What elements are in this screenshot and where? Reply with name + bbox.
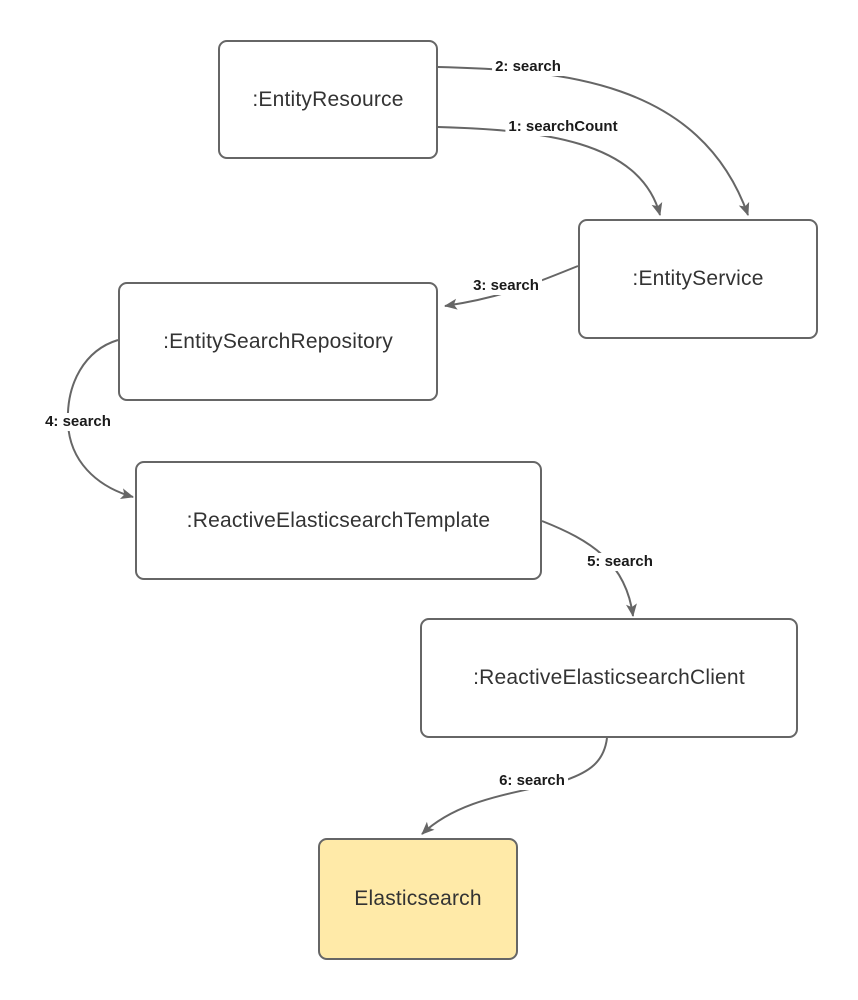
edge-label-3-search: 3: search — [470, 277, 542, 295]
node-entity-service: :EntityService — [578, 219, 818, 339]
node-label: :EntityService — [632, 267, 764, 290]
node-label: :ReactiveElasticsearchClient — [473, 666, 745, 689]
node-label: :ReactiveElasticsearchTemplate — [186, 508, 491, 532]
edge-label-2-search: 2: search — [492, 58, 564, 76]
edge-label-1-searchcount: 1: searchCount — [505, 118, 621, 136]
node-label: :EntityResource — [252, 87, 404, 111]
node-entity-resource: :EntityResource — [218, 40, 438, 159]
edge-label-6-search: 6: search — [496, 772, 568, 790]
edge-2-search — [437, 66, 750, 216]
edge-label-5-search: 5: search — [584, 553, 656, 571]
node-reactive-elasticsearch-template: :ReactiveElasticsearchTemplate — [135, 461, 542, 580]
edge-label-4-search: 4: search — [42, 413, 114, 431]
node-label: Elasticsearch — [354, 887, 482, 910]
node-label: :EntitySearchRepository — [163, 329, 393, 353]
node-entity-search-repository: :EntitySearchRepository — [118, 282, 438, 401]
node-reactive-elasticsearch-client: :ReactiveElasticsearchClient — [420, 618, 798, 738]
node-elasticsearch: Elasticsearch — [318, 838, 518, 960]
edge-1-searchcount — [437, 126, 663, 216]
